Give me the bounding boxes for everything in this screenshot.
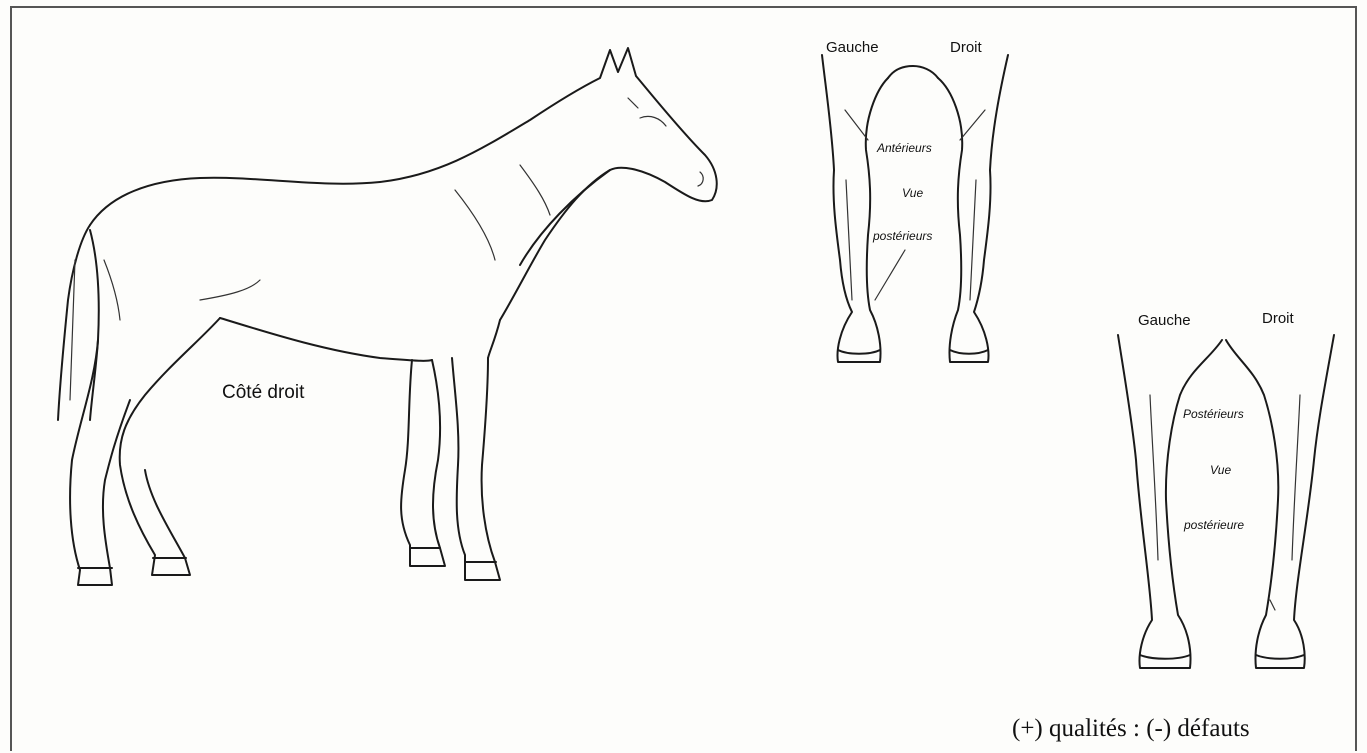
side-view-label: Côté droit <box>222 383 304 402</box>
front-center-line-1: Antérieurs <box>877 142 932 154</box>
hind-right-label: Droit <box>1262 311 1294 326</box>
horse-side-view <box>58 48 717 585</box>
front-right-label: Droit <box>950 40 982 55</box>
hind-center-line-2: Vue <box>1210 464 1231 476</box>
hind-left-label: Gauche <box>1138 313 1191 328</box>
legend-text: (+) qualités : (-) défauts <box>1012 716 1250 741</box>
hind-legs-view <box>1118 335 1334 668</box>
front-center-line-2: Vue <box>902 187 923 199</box>
hind-center-line-3: postérieure <box>1184 519 1244 531</box>
hind-center-line-1: Postérieurs <box>1183 408 1244 420</box>
front-legs-view <box>822 55 1008 362</box>
front-center-line-3: postérieurs <box>873 230 932 242</box>
front-left-label: Gauche <box>826 40 879 55</box>
